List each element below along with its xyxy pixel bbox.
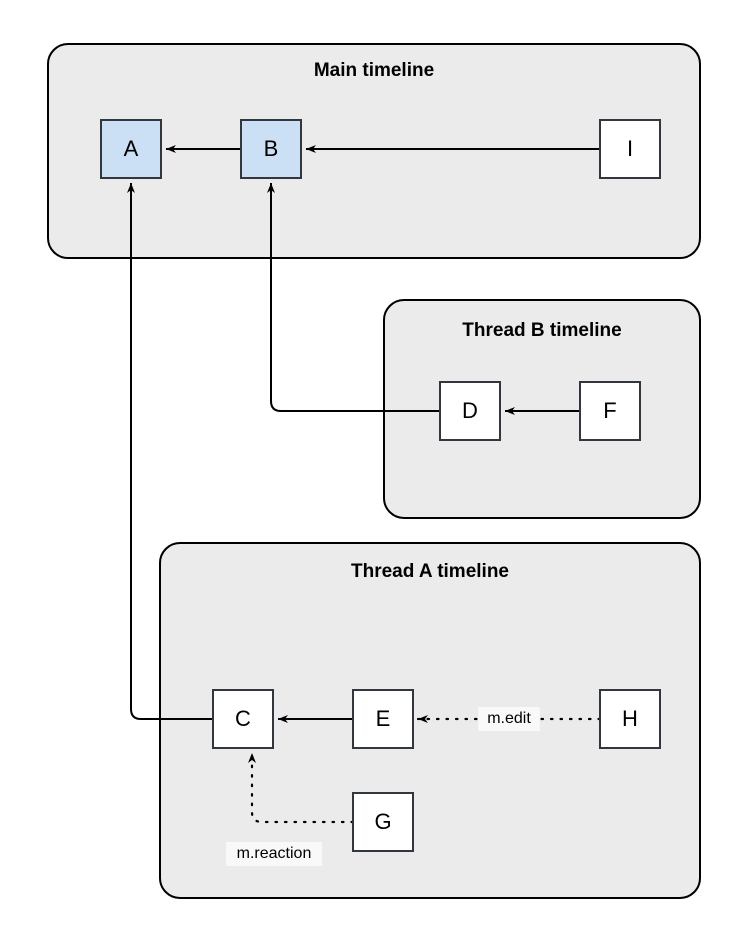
event-node-H[interactable]: H [599,689,661,749]
event-node-box[interactable] [352,689,414,749]
event-node-label: B [264,136,279,161]
event-node-box[interactable] [579,381,641,441]
edge-c-to-a [127,183,213,720]
event-node-G[interactable]: G [352,792,414,852]
event-node-box[interactable] [599,119,661,179]
event-node-box[interactable] [352,792,414,852]
event-node-label: G [374,809,391,834]
timeline-group-box [47,43,701,259]
event-node-box[interactable] [212,689,274,749]
timeline-group-title: Main timeline [314,60,434,81]
edge-label-h-to-e: m.edit [487,710,531,727]
event-node-B[interactable]: B [240,119,302,179]
timeline-group-title: Thread A timeline [351,561,509,582]
event-node-C[interactable]: C [212,689,274,749]
event-node-label: C [235,706,251,731]
edge-label-background [226,842,322,866]
relation-labels-layer: m.edit m.reaction [226,707,540,866]
event-node-label: F [603,398,616,423]
event-node-box[interactable] [439,381,501,441]
timeline-group-thread-a: Thread A timeline [159,542,701,899]
event-node-I[interactable]: I [599,119,661,179]
timeline-group-thread-b: Thread B timeline [383,299,701,519]
edge-d-to-b [267,183,440,412]
event-node-A[interactable]: A [100,119,162,179]
event-node-label: H [622,706,638,731]
event-node-box[interactable] [599,689,661,749]
event-node-label: A [124,136,139,161]
event-node-D[interactable]: D [439,381,501,441]
event-node-label: I [627,136,633,161]
event-nodes-layer: A B I D F C E H G [100,119,661,852]
timeline-group-box [159,542,701,899]
event-node-label: D [462,398,478,423]
timeline-group-title: Thread B timeline [462,320,621,341]
timeline-group-main: Main timeline [47,43,701,259]
edge-label-background [478,707,540,731]
event-node-label: E [376,706,391,731]
edge-label-g-to-c: m.reaction [237,845,312,862]
event-node-box[interactable] [240,119,302,179]
relation-edges-layer [127,145,602,824]
event-node-F[interactable]: F [579,381,641,441]
event-node-E[interactable]: E [352,689,414,749]
timeline-group-box [383,299,701,519]
event-node-box[interactable] [100,119,162,179]
